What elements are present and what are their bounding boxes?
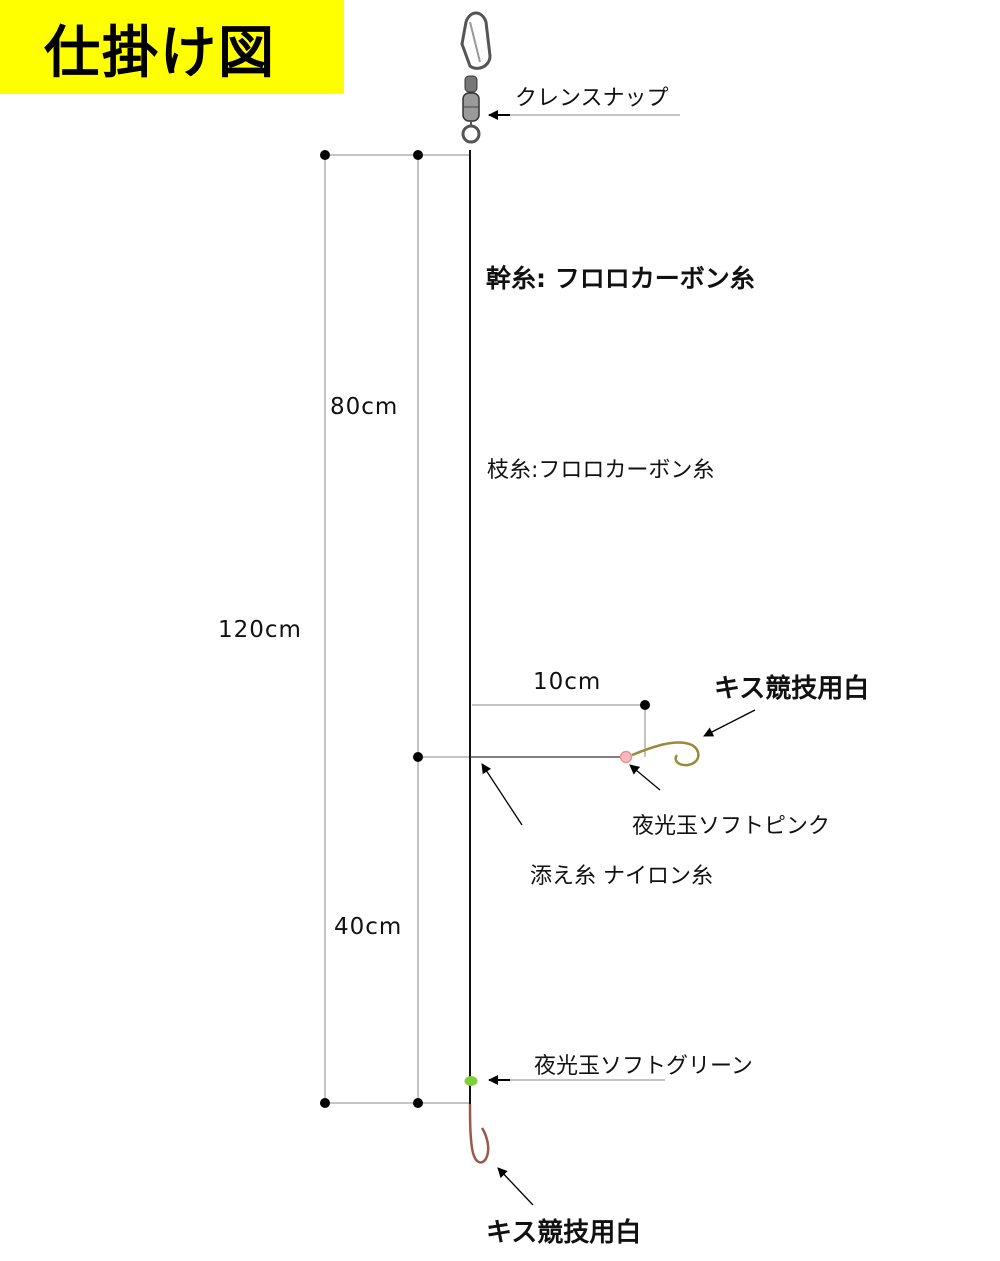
title-banner: 仕掛け図 [0,0,344,94]
support-line-label: 添え糸 ナイロン糸 [530,864,713,889]
upper-hook-label: キス競技用白 [714,674,870,704]
pink-bead-icon [619,750,633,764]
snap-label: クレンスナップ [515,86,669,111]
dim-branch-label: 10cm [533,669,602,695]
dim-total-label: 120cm [218,617,302,643]
pink-bead-label: 夜光玉ソフトピンク [632,814,831,839]
green-bead-label: 夜光玉ソフトグリーン [534,1054,753,1079]
dim-upper-label: 80cm [330,394,399,420]
branch-line-label: 枝糸:フロロカーボン糸 [487,458,715,483]
dot [413,1098,423,1108]
dot [640,700,650,710]
diagram-title: 仕掛け図 [44,21,276,86]
hook-icon [468,1103,490,1164]
snap-swivel-icon [460,11,492,144]
arrow-icon [497,1167,534,1206]
dimension-dots [320,150,650,1108]
arrow-icon [481,763,523,826]
lower-hook-label: キス競技用白 [486,1218,642,1248]
dimension-lines [324,154,646,1104]
dot [320,150,330,160]
green-bead-icon [464,1076,478,1086]
dot [413,752,423,762]
arrow-icon [703,709,756,737]
dot [320,1098,330,1108]
dot [413,150,423,160]
dim-lower-label: 40cm [334,914,403,940]
hook-icon [631,741,700,767]
arrows [481,110,756,1206]
arrow-icon [629,764,661,791]
main-line-label: 幹糸: フロロカーボン糸 [486,264,755,293]
